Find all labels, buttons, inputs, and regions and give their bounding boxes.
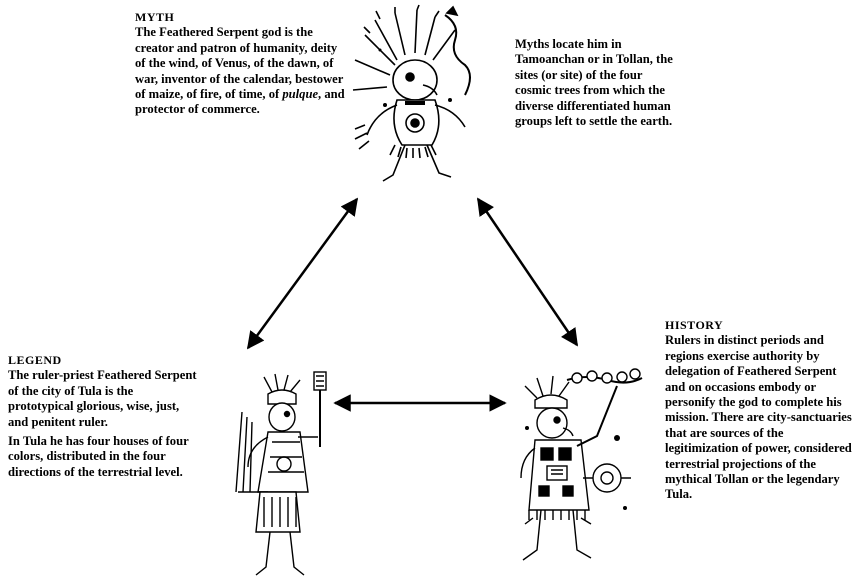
feathered-serpent-god-figure	[352, 4, 471, 182]
myth-locations-text: Myths locate him in Tamoanchan or in Tol…	[515, 37, 680, 129]
myth-body-end: , and protector of commerce.	[135, 87, 345, 117]
myth-text-block: MYTH The Feathered Serpent god is the cr…	[135, 10, 350, 118]
arrow-myth-legend	[246, 197, 359, 350]
legend-heading: LEGEND	[8, 353, 62, 367]
myth-body: The Feathered Serpent god is the creator…	[135, 25, 344, 102]
legend-body: The ruler-priest Feathered Serpent of th…	[8, 368, 197, 429]
history-heading: HISTORY	[665, 318, 724, 332]
ruler-priest-figure	[235, 371, 327, 576]
ruler-embodying-god-figure	[520, 368, 643, 561]
myth-heading: MYTH	[135, 10, 175, 24]
myth-description: The Feathered Serpent god is the creator…	[135, 25, 350, 117]
history-text-block: HISTORY Rulers in distinct periods and r…	[665, 318, 853, 503]
history-body: Rulers in distinct periods and regions e…	[665, 333, 852, 502]
legend-text-block: LEGEND The ruler-priest Feathered Serpen…	[8, 353, 198, 480]
legend-body-houses: In Tula he has four houses of four color…	[8, 434, 189, 479]
arrow-myth-history	[476, 197, 579, 347]
myth-pulque-word: pulque	[282, 87, 319, 102]
myth-locations-body: Myths locate him in Tamoanchan or in Tol…	[515, 37, 673, 129]
